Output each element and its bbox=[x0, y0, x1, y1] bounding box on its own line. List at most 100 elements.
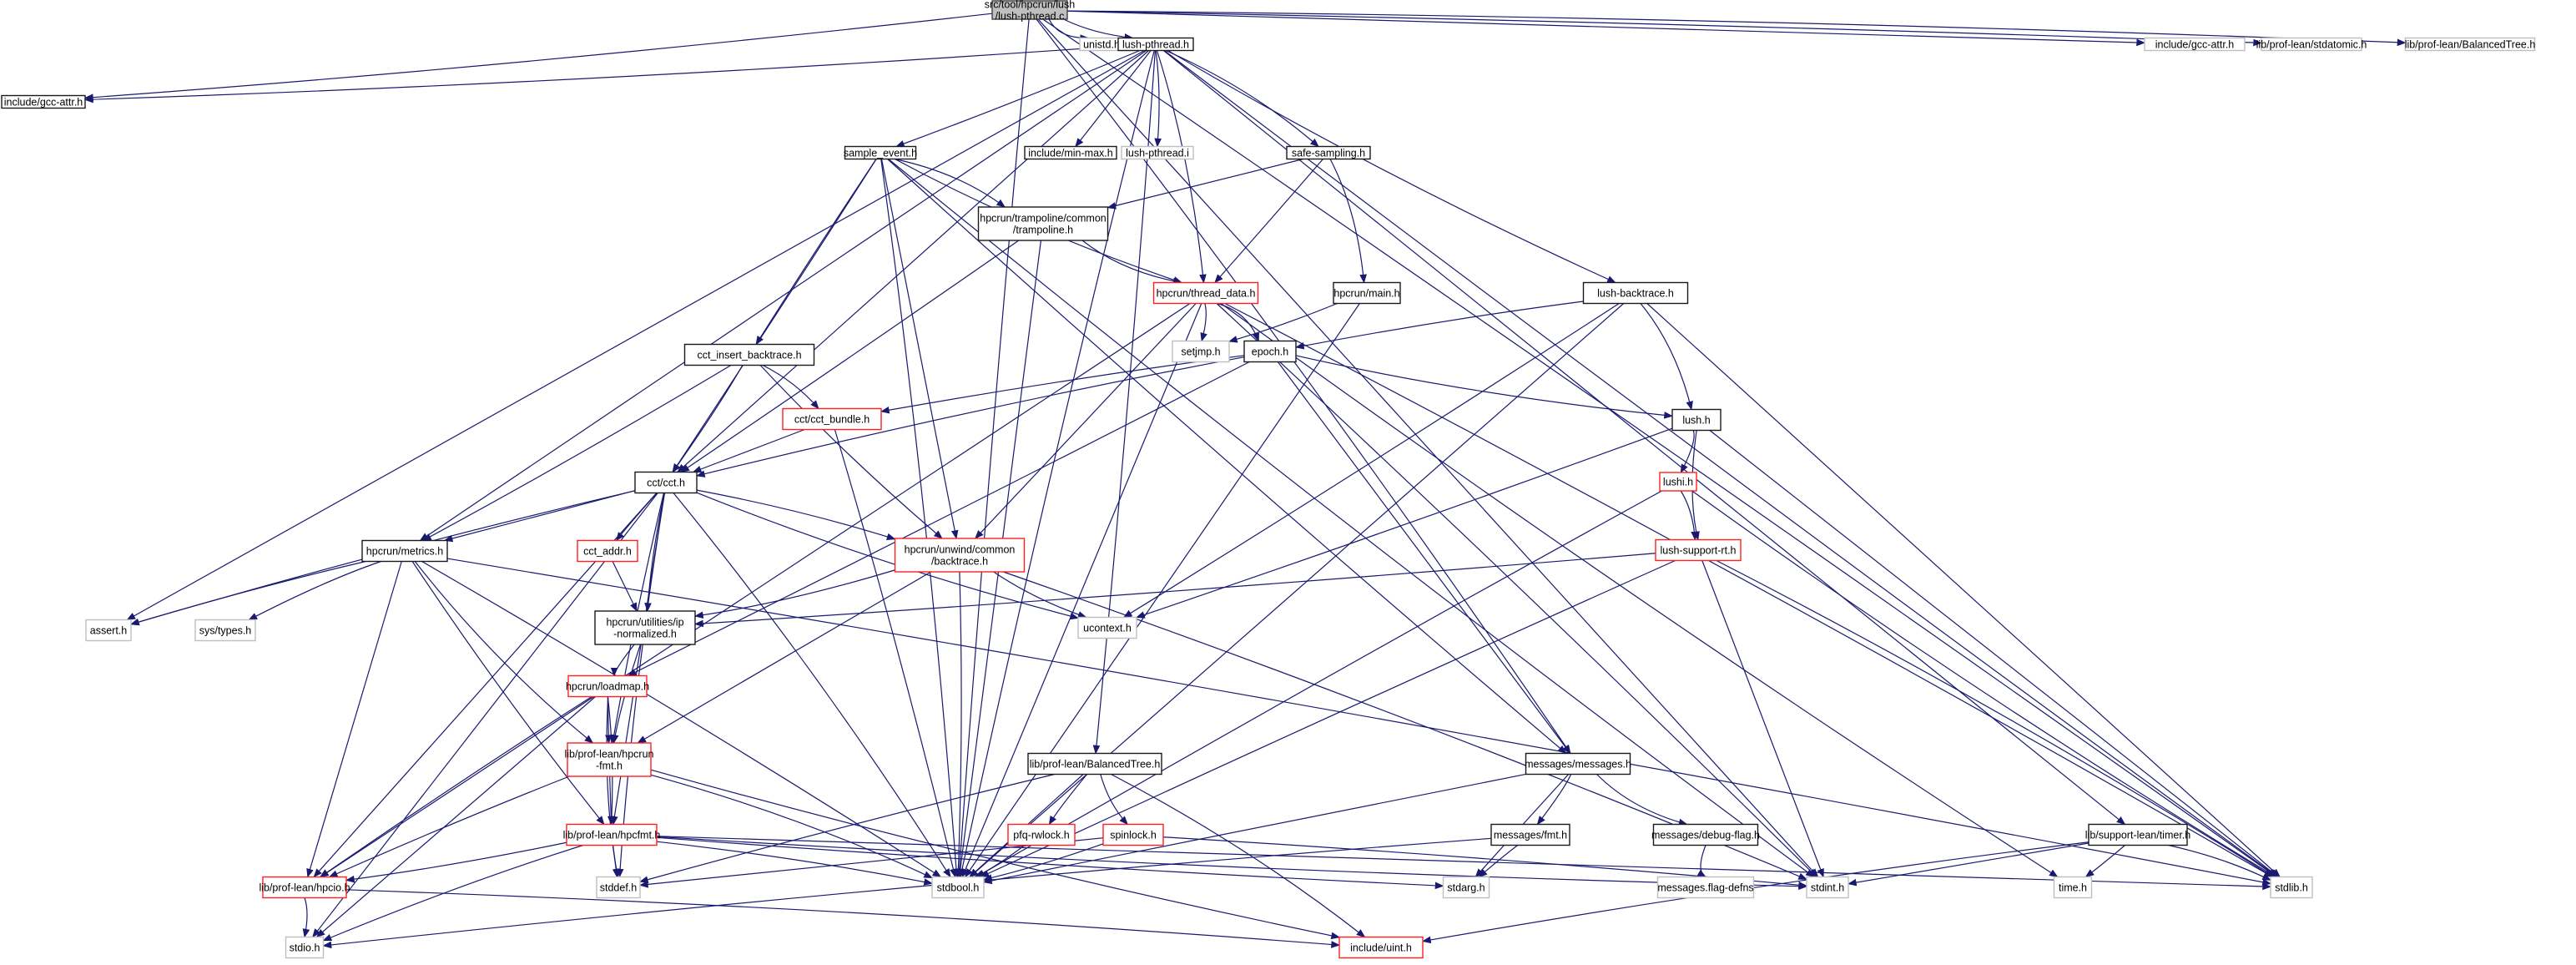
node-safe-sampling[interactable]: safe-sampling.h bbox=[1286, 145, 1371, 160]
node-stdatomic: lib/prof-lean/stdatomic.h bbox=[2256, 37, 2367, 52]
node-msg-fmt[interactable]: messages/fmt.h bbox=[1490, 823, 1570, 846]
node-label: /backtrace.h bbox=[931, 556, 988, 568]
edge-cct_bundle-to-stdbool bbox=[834, 429, 957, 878]
edge-metrics-to-assert bbox=[129, 560, 366, 626]
node-sample-event[interactable]: sample_event.h bbox=[844, 145, 917, 160]
node-label: include/gcc-attr.h bbox=[2155, 39, 2235, 51]
edge-lush_h-to-stdlib bbox=[1709, 430, 2279, 878]
edge-sample_event-to-stdint bbox=[888, 159, 1815, 878]
node-epoch[interactable]: epoch.h bbox=[1243, 340, 1297, 363]
node-btree[interactable]: lib/prof-lean/BalancedTree.h bbox=[1027, 752, 1162, 776]
edge-unw_backtrace-to-ucontext bbox=[993, 571, 1087, 619]
edge-lush_backtrace-to-stdlib bbox=[1646, 303, 2281, 878]
edge-epoch-to-cct bbox=[695, 356, 1245, 477]
node-label: safe-sampling.h bbox=[1292, 148, 1365, 159]
node-metrics[interactable]: hpcrun/metrics.h bbox=[361, 539, 448, 563]
edge-btree-to-pfq_rwlock bbox=[1048, 774, 1088, 826]
node-label: unistd.h bbox=[1083, 39, 1120, 51]
edge-sample_event-to-unw_backtrace bbox=[880, 159, 959, 540]
node-label: stdio.h bbox=[290, 942, 320, 954]
edge-unw_backtrace-to-ip_norm bbox=[693, 569, 895, 619]
edge-thread_data-to-stdlib bbox=[1224, 302, 2274, 878]
node-lush-backtrace[interactable]: lush-backtrace.h bbox=[1582, 281, 1689, 305]
edge-timer-to-uint bbox=[1421, 841, 2090, 944]
edge-cct-to-ucontext bbox=[696, 492, 1080, 620]
node-label: cct_insert_backtrace.h bbox=[697, 350, 801, 361]
edge-msg_fmt-to-stdarg bbox=[1478, 845, 1519, 878]
node-label: lush-backtrace.h bbox=[1597, 288, 1674, 300]
node-ip-norm[interactable]: hpcrun/utilities/ip-normalized.h bbox=[594, 610, 696, 645]
edge-cct_addr-to-ip_norm bbox=[612, 561, 638, 612]
node-hpcfmt[interactable]: lib/prof-lean/hpcfmt.h bbox=[563, 823, 661, 846]
node-label: include/uint.h bbox=[1350, 942, 1412, 954]
node-cct[interactable]: cct/cct.h bbox=[634, 471, 698, 494]
edge-cct_insert-to-cct_bundle bbox=[762, 364, 819, 410]
node-stdint: stdint.h bbox=[1806, 876, 1849, 899]
edge-hpcfmt-to-stdarg bbox=[656, 836, 1444, 890]
edge-lush_pthread_h-to-sample_event bbox=[895, 49, 1141, 148]
node-lush-pthread-h[interactable]: lush-pthread.h bbox=[1117, 37, 1194, 52]
node-label: /trampoline.h bbox=[1013, 225, 1073, 236]
edge-sample_event-to-stdbool bbox=[880, 159, 960, 878]
edge-lush_pthread_h-to-cct bbox=[677, 50, 1150, 473]
node-unw-backtrace[interactable]: hpcrun/unwind/common/backtrace.h bbox=[894, 538, 1026, 573]
node-messages[interactable]: messages/messages.h bbox=[1525, 752, 1631, 776]
node-hpcio[interactable]: lib/prof-lean/hpcio.h bbox=[259, 876, 350, 899]
edge-epoch-to-messages bbox=[1277, 361, 1571, 755]
node-label: cct_addr.h bbox=[583, 546, 632, 558]
node-label: hpcrun/trampoline/common bbox=[980, 213, 1107, 225]
node-lush-support-rt[interactable]: lush-support-rt.h bbox=[1655, 538, 1742, 562]
node-loadmap[interactable]: hpcrun/loadmap.h bbox=[566, 674, 649, 698]
node-hpcrun-fmt[interactable]: lib/prof-lean/hpcrun-fmt.h bbox=[564, 742, 654, 777]
node-min-max[interactable]: include/min-max.h bbox=[1024, 145, 1117, 160]
edge-hpcfmt-to-stdlib bbox=[656, 836, 2272, 891]
node-lushi[interactable]: lushi.h bbox=[1659, 472, 1697, 492]
edge-loadmap-to-hpcio bbox=[319, 695, 592, 878]
node-ucontext: ucontext.h bbox=[1077, 616, 1137, 639]
edge-lush_pthread_h-to-thread_data bbox=[1156, 50, 1207, 284]
node-label: lush.h bbox=[1682, 415, 1710, 427]
edge-root-to-stdlib bbox=[1042, 18, 2277, 878]
node-debug-flag[interactable]: messages/debug-flag.h bbox=[1651, 823, 1760, 846]
edge-messages-to-stdbool bbox=[982, 773, 1526, 885]
node-pfq-rwlock[interactable]: pfq-rwlock.h bbox=[1007, 823, 1076, 846]
edge-epoch-to-loadmap bbox=[627, 361, 1250, 677]
edge-lush_support_rt-to-ip_norm bbox=[693, 553, 1656, 628]
node-timer[interactable]: lib/support-lean/timer.h bbox=[2085, 823, 2191, 846]
node-uint[interactable]: include/uint.h bbox=[1338, 936, 1424, 959]
node-label: lib/prof-lean/BalancedTree.h bbox=[2405, 39, 2536, 51]
nodes-layer: src/tool/hpcrun/lush/lush-pthread.c unist… bbox=[1, 0, 2536, 959]
node-label: setjmp.h bbox=[1181, 346, 1220, 358]
node-cct-bundle[interactable]: cct/cct_bundle.h bbox=[782, 407, 882, 431]
node-cct-addr[interactable]: cct_addr.h bbox=[577, 539, 638, 563]
edge-safe_sampling-to-hpcrun_main bbox=[1329, 159, 1367, 284]
edge-msg_fmt-to-stdio bbox=[322, 837, 1492, 949]
edge-sample_event-to-cct bbox=[672, 159, 877, 473]
edge-lush_backtrace-to-lush_h bbox=[1640, 303, 1693, 411]
edge-lush_pthread_h-to-gcc_attr bbox=[83, 45, 1119, 104]
edge-debug_flag-to-flag_defns bbox=[1696, 845, 1706, 878]
node-label: lib/prof-lean/BalancedTree.h bbox=[1030, 759, 1161, 770]
node-label: lush-pthread.h bbox=[1122, 39, 1189, 51]
edge-safe_sampling-to-thread_data bbox=[1214, 159, 1323, 284]
node-cct-insert[interactable]: cct_insert_backtrace.h bbox=[683, 343, 815, 366]
edge-thread_data-to-time bbox=[1220, 303, 2059, 878]
node-hpcrun-main[interactable]: hpcrun/main.h bbox=[1333, 281, 1401, 305]
edge-thread_data-to-unw_backtrace bbox=[975, 303, 1197, 539]
node-label: lib/support-lean/timer.h bbox=[2085, 830, 2191, 841]
edge-lushi-to-stdbool bbox=[975, 490, 1662, 878]
edge-metrics-to-hpcfmt bbox=[411, 561, 605, 826]
edge-lush_backtrace-to-stdbool bbox=[969, 303, 1625, 878]
node-lush-h[interactable]: lush.h bbox=[1671, 408, 1722, 432]
node-spinlock[interactable]: spinlock.h bbox=[1102, 823, 1164, 846]
node-gcc-attr[interactable]: include/gcc-attr.h bbox=[1, 94, 86, 109]
edge-root-to-stdatomic bbox=[1066, 10, 2263, 47]
node-root[interactable]: src/tool/hpcrun/lush/lush-pthread.c bbox=[985, 0, 1075, 23]
node-trampoline[interactable]: hpcrun/trampoline/common/trampoline.h bbox=[977, 206, 1109, 241]
node-thread-data[interactable]: hpcrun/thread_data.h bbox=[1152, 281, 1259, 305]
edge-root-to-gcc_attr bbox=[83, 13, 993, 101]
node-stdio: stdio.h bbox=[285, 936, 325, 959]
node-label: hpcrun/utilities/ip bbox=[606, 617, 683, 629]
node-stdarg: stdarg.h bbox=[1442, 876, 1490, 899]
node-label: -normalized.h bbox=[613, 629, 677, 640]
